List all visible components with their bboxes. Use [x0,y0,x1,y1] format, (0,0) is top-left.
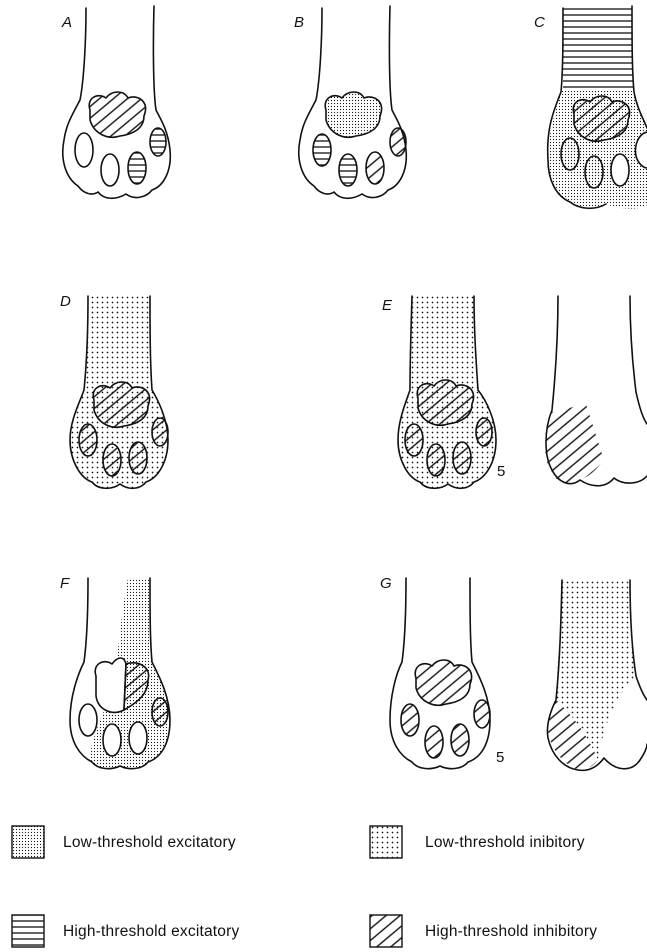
panel-label-a: A [61,14,72,31]
legend: Low-threshold excitatory Low-threshold i… [12,826,597,947]
dorsal-hatched-region [545,404,604,484]
digit-5-label: 5 [496,749,504,766]
panel-label-g: G [380,575,392,592]
digit-pad-4 [366,152,384,184]
panel-label-d: D [60,293,71,310]
panel-g: G 5 [380,575,647,770]
digit-pad-3 [339,154,357,186]
central-pad [417,380,473,425]
digit-pad-3 [103,724,121,756]
panel-f: F [60,575,170,769]
digit-pad-2 [75,133,93,167]
legend-item-low-threshold-inhibitory: Low-threshold inibitory [370,826,585,858]
legend-swatch-diagonal-lines [370,915,402,947]
horizontal-hatched-region [563,8,634,90]
panel-label-c: C [534,14,545,31]
digit-pad-3 [103,444,121,476]
digit-pad-2 [79,704,97,736]
digit-pad-3 [425,726,443,758]
panel-e: E 5 [382,296,647,488]
panel-a: A [61,6,170,198]
digit-pad-5 [150,128,166,156]
central-pad [93,382,149,427]
legend-swatch-fine-stipple [12,826,44,858]
digit-pad-2 [79,424,97,456]
digit-5-label: 5 [497,463,505,480]
legend-swatch-horizontal-lines [12,915,44,947]
digit-pad-4 [128,152,146,184]
legend-swatch-coarse-dots [370,826,402,858]
panel-label-e: E [382,297,393,314]
digit-pad-2 [401,704,419,736]
legend-item-low-threshold-excitatory: Low-threshold excitatory [12,826,236,858]
digit-pad-3 [427,444,445,476]
panel-b: B [294,6,406,198]
legend-label: Low-threshold excitatory [63,834,236,851]
digit-pad-5 [390,128,406,156]
digit-pad-5 [476,418,492,446]
digit-pad-3 [585,156,603,188]
digit-pad-2 [561,138,579,170]
central-pad [573,96,629,141]
central-pad [325,92,381,137]
digit-pad-4 [611,154,629,186]
central-pad [415,660,471,705]
legend-item-high-threshold-inhibitory: High-threshold inhibitory [370,915,597,947]
digit-pad-2 [405,424,423,456]
digit-pad-4 [129,442,147,474]
legend-item-high-threshold-excitatory: High-threshold excitatory [12,915,239,947]
digit-pad-4 [453,442,471,474]
legend-label: Low-threshold inibitory [425,834,585,851]
panel-label-b: B [294,14,304,31]
digit-pad-4 [451,724,469,756]
panel-label-f: F [60,575,70,592]
panel-d: D [60,293,168,488]
central-pad [89,92,145,137]
digit-pad-5 [474,700,490,728]
digit-pad-3 [101,154,119,186]
central-pad-left [95,658,126,712]
digit-pad-4 [129,722,147,754]
legend-label: High-threshold inhibitory [425,923,597,940]
digit-pad-2 [313,134,331,166]
panel-c: C [534,6,647,209]
digit-pad-5 [152,698,168,726]
legend-label: High-threshold excitatory [63,923,239,940]
digit-pad-5 [152,418,168,446]
